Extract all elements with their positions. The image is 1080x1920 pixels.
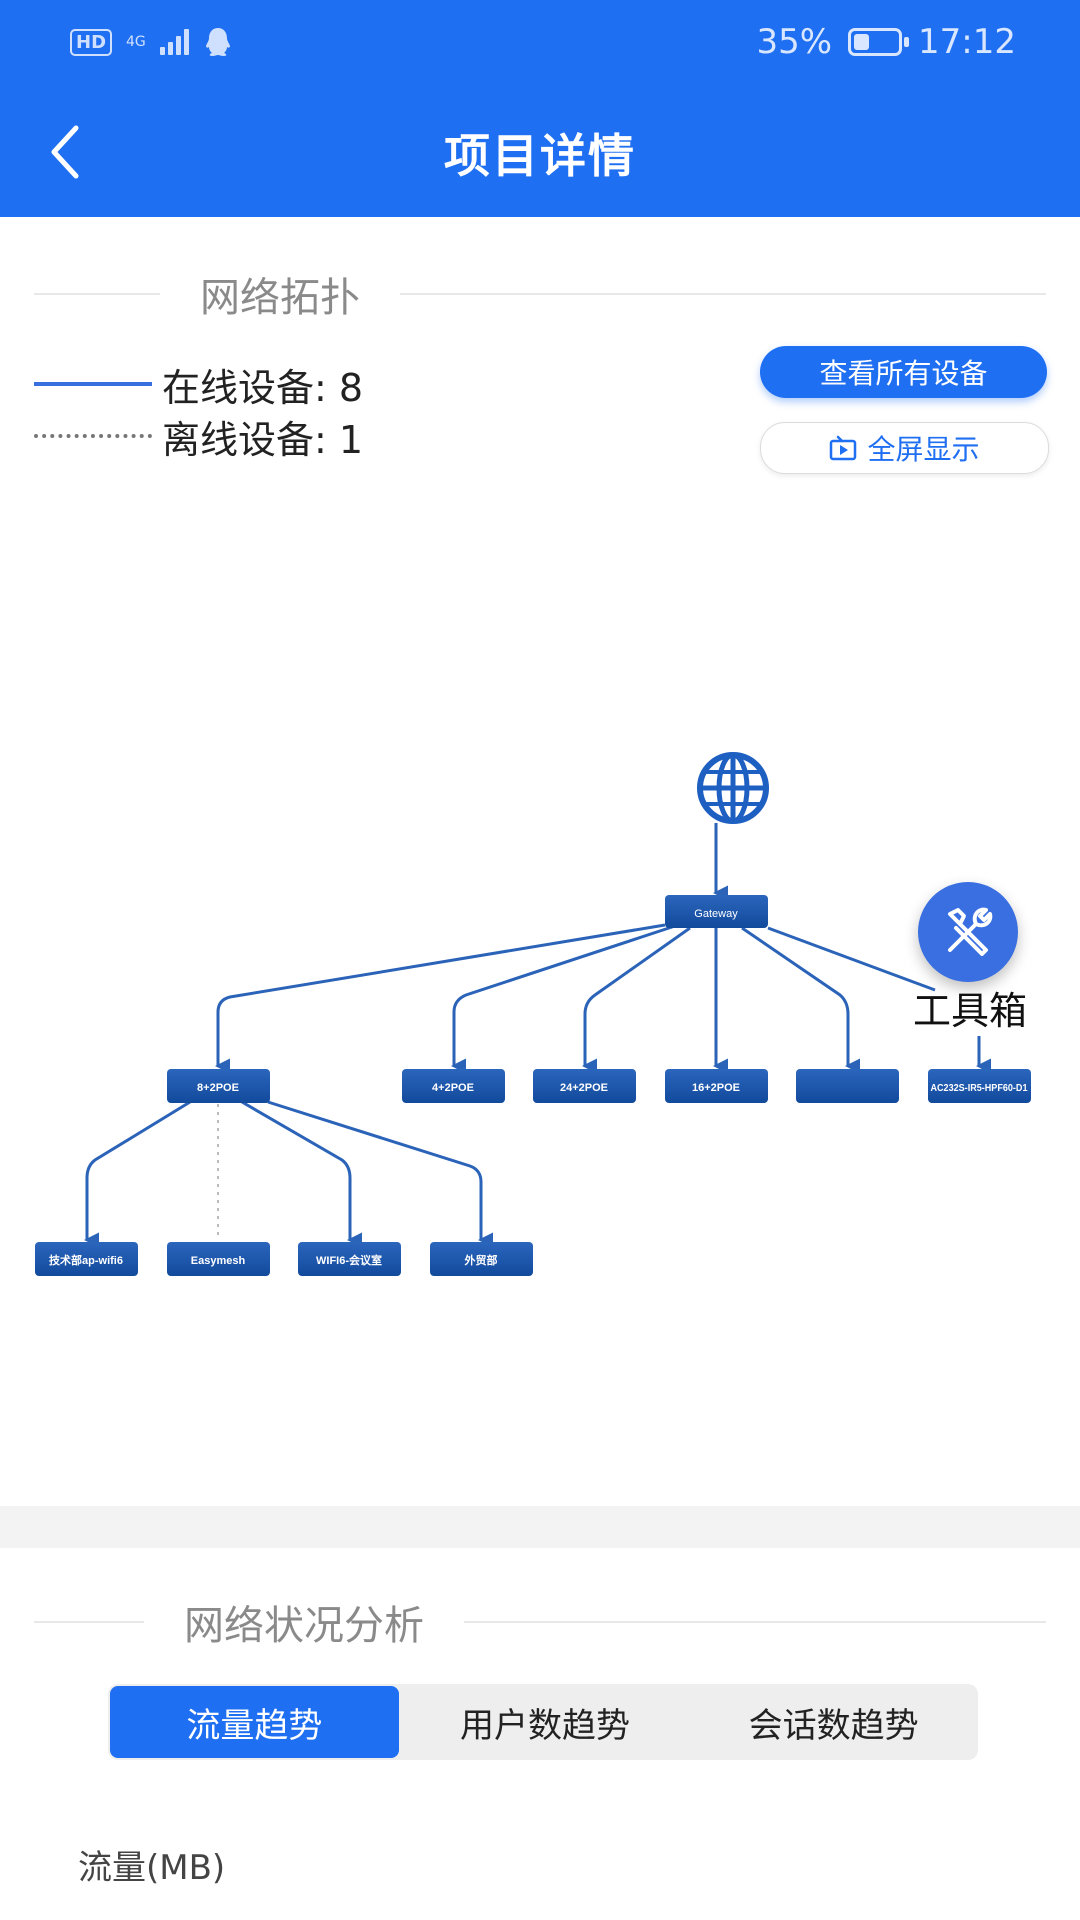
node-label: Gateway — [694, 908, 738, 920]
hd-indicator: HD — [70, 28, 113, 56]
fullscreen-button[interactable]: 全屏显示 — [760, 422, 1049, 474]
page-title: 项目详情 — [444, 129, 636, 183]
topology-section-title: 网络拓扑 — [34, 265, 1046, 323]
toolbox-label[interactable]: 工具箱 — [912, 989, 1027, 1033]
node-ap[interactable]: 技术部ap-wifi6 — [35, 1242, 138, 1276]
node-ap[interactable]: 外贸部 — [430, 1242, 533, 1276]
node-switch[interactable]: 16+2POE — [665, 1069, 768, 1103]
node-label: Easymesh — [191, 1255, 246, 1267]
node-label: 技术部ap-wifi6 — [49, 1253, 123, 1267]
header-bar: HD 4G 35% 17:12 项目详情 — [0, 0, 1080, 217]
clock: 17:12 — [918, 22, 1016, 62]
tools-icon — [948, 907, 993, 956]
dotted-line-swatch — [34, 434, 152, 438]
divider — [34, 1621, 144, 1623]
node-label: 8+2POE — [197, 1082, 239, 1094]
qq-icon — [205, 28, 230, 56]
trend-tabs: 流量趋势 用户数趋势 会话数趋势 — [108, 1684, 978, 1760]
offline-count-label: 离线设备: 1 — [162, 417, 364, 462]
node-gateway[interactable]: Gateway — [665, 895, 768, 928]
node-ap[interactable]: AC232S-IR5-HPF60-D1 — [928, 1069, 1031, 1103]
view-all-devices-button[interactable]: 查看所有设备 — [760, 346, 1047, 398]
fullscreen-icon — [830, 435, 857, 461]
node-device[interactable] — [796, 1069, 899, 1103]
toolbox-button[interactable] — [918, 882, 1018, 982]
node-switch[interactable]: 4+2POE — [402, 1069, 505, 1103]
divider — [464, 1621, 1046, 1623]
legend-offline: 离线设备: 1 — [34, 410, 363, 462]
online-count-label: 在线设备: 8 — [162, 365, 364, 410]
fullscreen-label: 全屏显示 — [867, 433, 980, 466]
signal-icon — [159, 29, 189, 55]
status-bar-right: 35% 17:12 — [756, 22, 1016, 62]
section-title-text: 网络状况分析 — [184, 1603, 424, 1649]
node-ap[interactable]: Easymesh — [167, 1242, 270, 1276]
node-label: 24+2POE — [560, 1082, 608, 1094]
topology-diagram[interactable]: Gateway 8+2POE 4+2POE 24+2POE 16+2POE AC… — [0, 700, 1080, 1320]
divider — [400, 293, 1046, 295]
tab-session-trend[interactable]: 会话数趋势 — [748, 1705, 919, 1746]
divider — [34, 293, 160, 295]
battery-level — [854, 34, 870, 50]
node-label: 外贸部 — [464, 1253, 498, 1267]
node-label: 4+2POE — [432, 1082, 474, 1094]
legend-online: 在线设备: 8 — [34, 358, 363, 410]
chart-y-axis-label: 流量(MB) — [78, 1848, 226, 1888]
tab-user-trend[interactable]: 用户数趋势 — [460, 1705, 630, 1746]
node-switch[interactable]: 24+2POE — [533, 1069, 636, 1103]
node-label: 16+2POE — [692, 1082, 740, 1094]
view-all-label: 查看所有设备 — [819, 357, 988, 390]
solid-line-swatch — [34, 382, 152, 386]
status-bar-left: HD 4G — [70, 26, 233, 58]
topology-links — [84, 823, 991, 1248]
node-label: AC232S-IR5-HPF60-D1 — [931, 1083, 1028, 1094]
section-title-text: 网络拓扑 — [200, 275, 360, 321]
internet-globe-icon — [697, 752, 769, 824]
battery-percent: 35% — [756, 22, 833, 62]
back-arrow-icon[interactable] — [44, 122, 94, 182]
battery-icon — [848, 28, 910, 56]
node-label: WIFI6-会议室 — [316, 1253, 382, 1267]
section-separator — [0, 1506, 1080, 1548]
tab-traffic-trend[interactable]: 流量趋势 — [110, 1686, 399, 1758]
node-ap[interactable]: WIFI6-会议室 — [298, 1242, 401, 1276]
analysis-section-title: 网络状况分析 — [34, 1593, 1046, 1651]
network-type: 4G — [126, 34, 146, 50]
node-switch[interactable]: 8+2POE — [167, 1069, 270, 1103]
topology-legend: 在线设备: 8 离线设备: 1 — [34, 358, 363, 462]
